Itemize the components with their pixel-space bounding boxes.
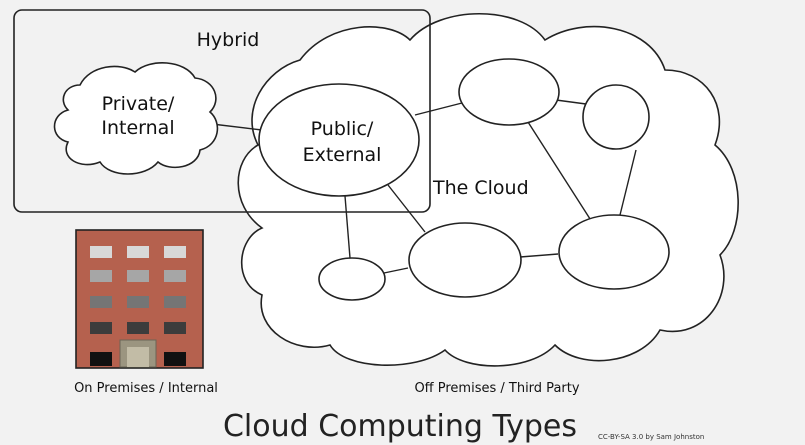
edge-bottommid-bottomright xyxy=(519,253,559,258)
diagram-title: Cloud Computing Types xyxy=(223,409,577,444)
hybrid-label: Hybrid xyxy=(197,29,260,51)
private-label-line2: Internal xyxy=(101,117,174,139)
edge-private-public xyxy=(211,123,263,131)
public-label-line1: Public/ xyxy=(311,118,374,140)
public-label-line2: External xyxy=(303,144,382,166)
cloud-node-small xyxy=(318,257,386,301)
edge-public-smallnode xyxy=(344,195,351,259)
cloud-node-bottom-right xyxy=(558,214,670,290)
off-premises-caption: Off Premises / Third Party xyxy=(414,381,579,396)
cloud-label: The Cloud xyxy=(432,177,529,199)
edge-small-bottommid xyxy=(383,267,409,274)
edge-public-top xyxy=(414,102,463,116)
public-node xyxy=(258,83,420,197)
private-cloud-shape xyxy=(53,62,219,175)
cloud-node-right xyxy=(582,84,650,150)
edge-right-bottomright xyxy=(619,149,637,216)
building-icon xyxy=(75,229,204,369)
cloud-node-top xyxy=(458,58,560,126)
edge-top-bottomright xyxy=(527,121,593,223)
credit-text: CC-BY-SA 3.0 by Sam Johnston xyxy=(598,433,704,441)
on-premises-caption: On Premises / Internal xyxy=(74,381,218,396)
cloud-node-bottom-mid xyxy=(408,222,522,298)
private-label-line1: Private/ xyxy=(102,93,175,115)
edge-public-bottommid xyxy=(387,184,426,233)
edge-top-right xyxy=(555,99,587,105)
